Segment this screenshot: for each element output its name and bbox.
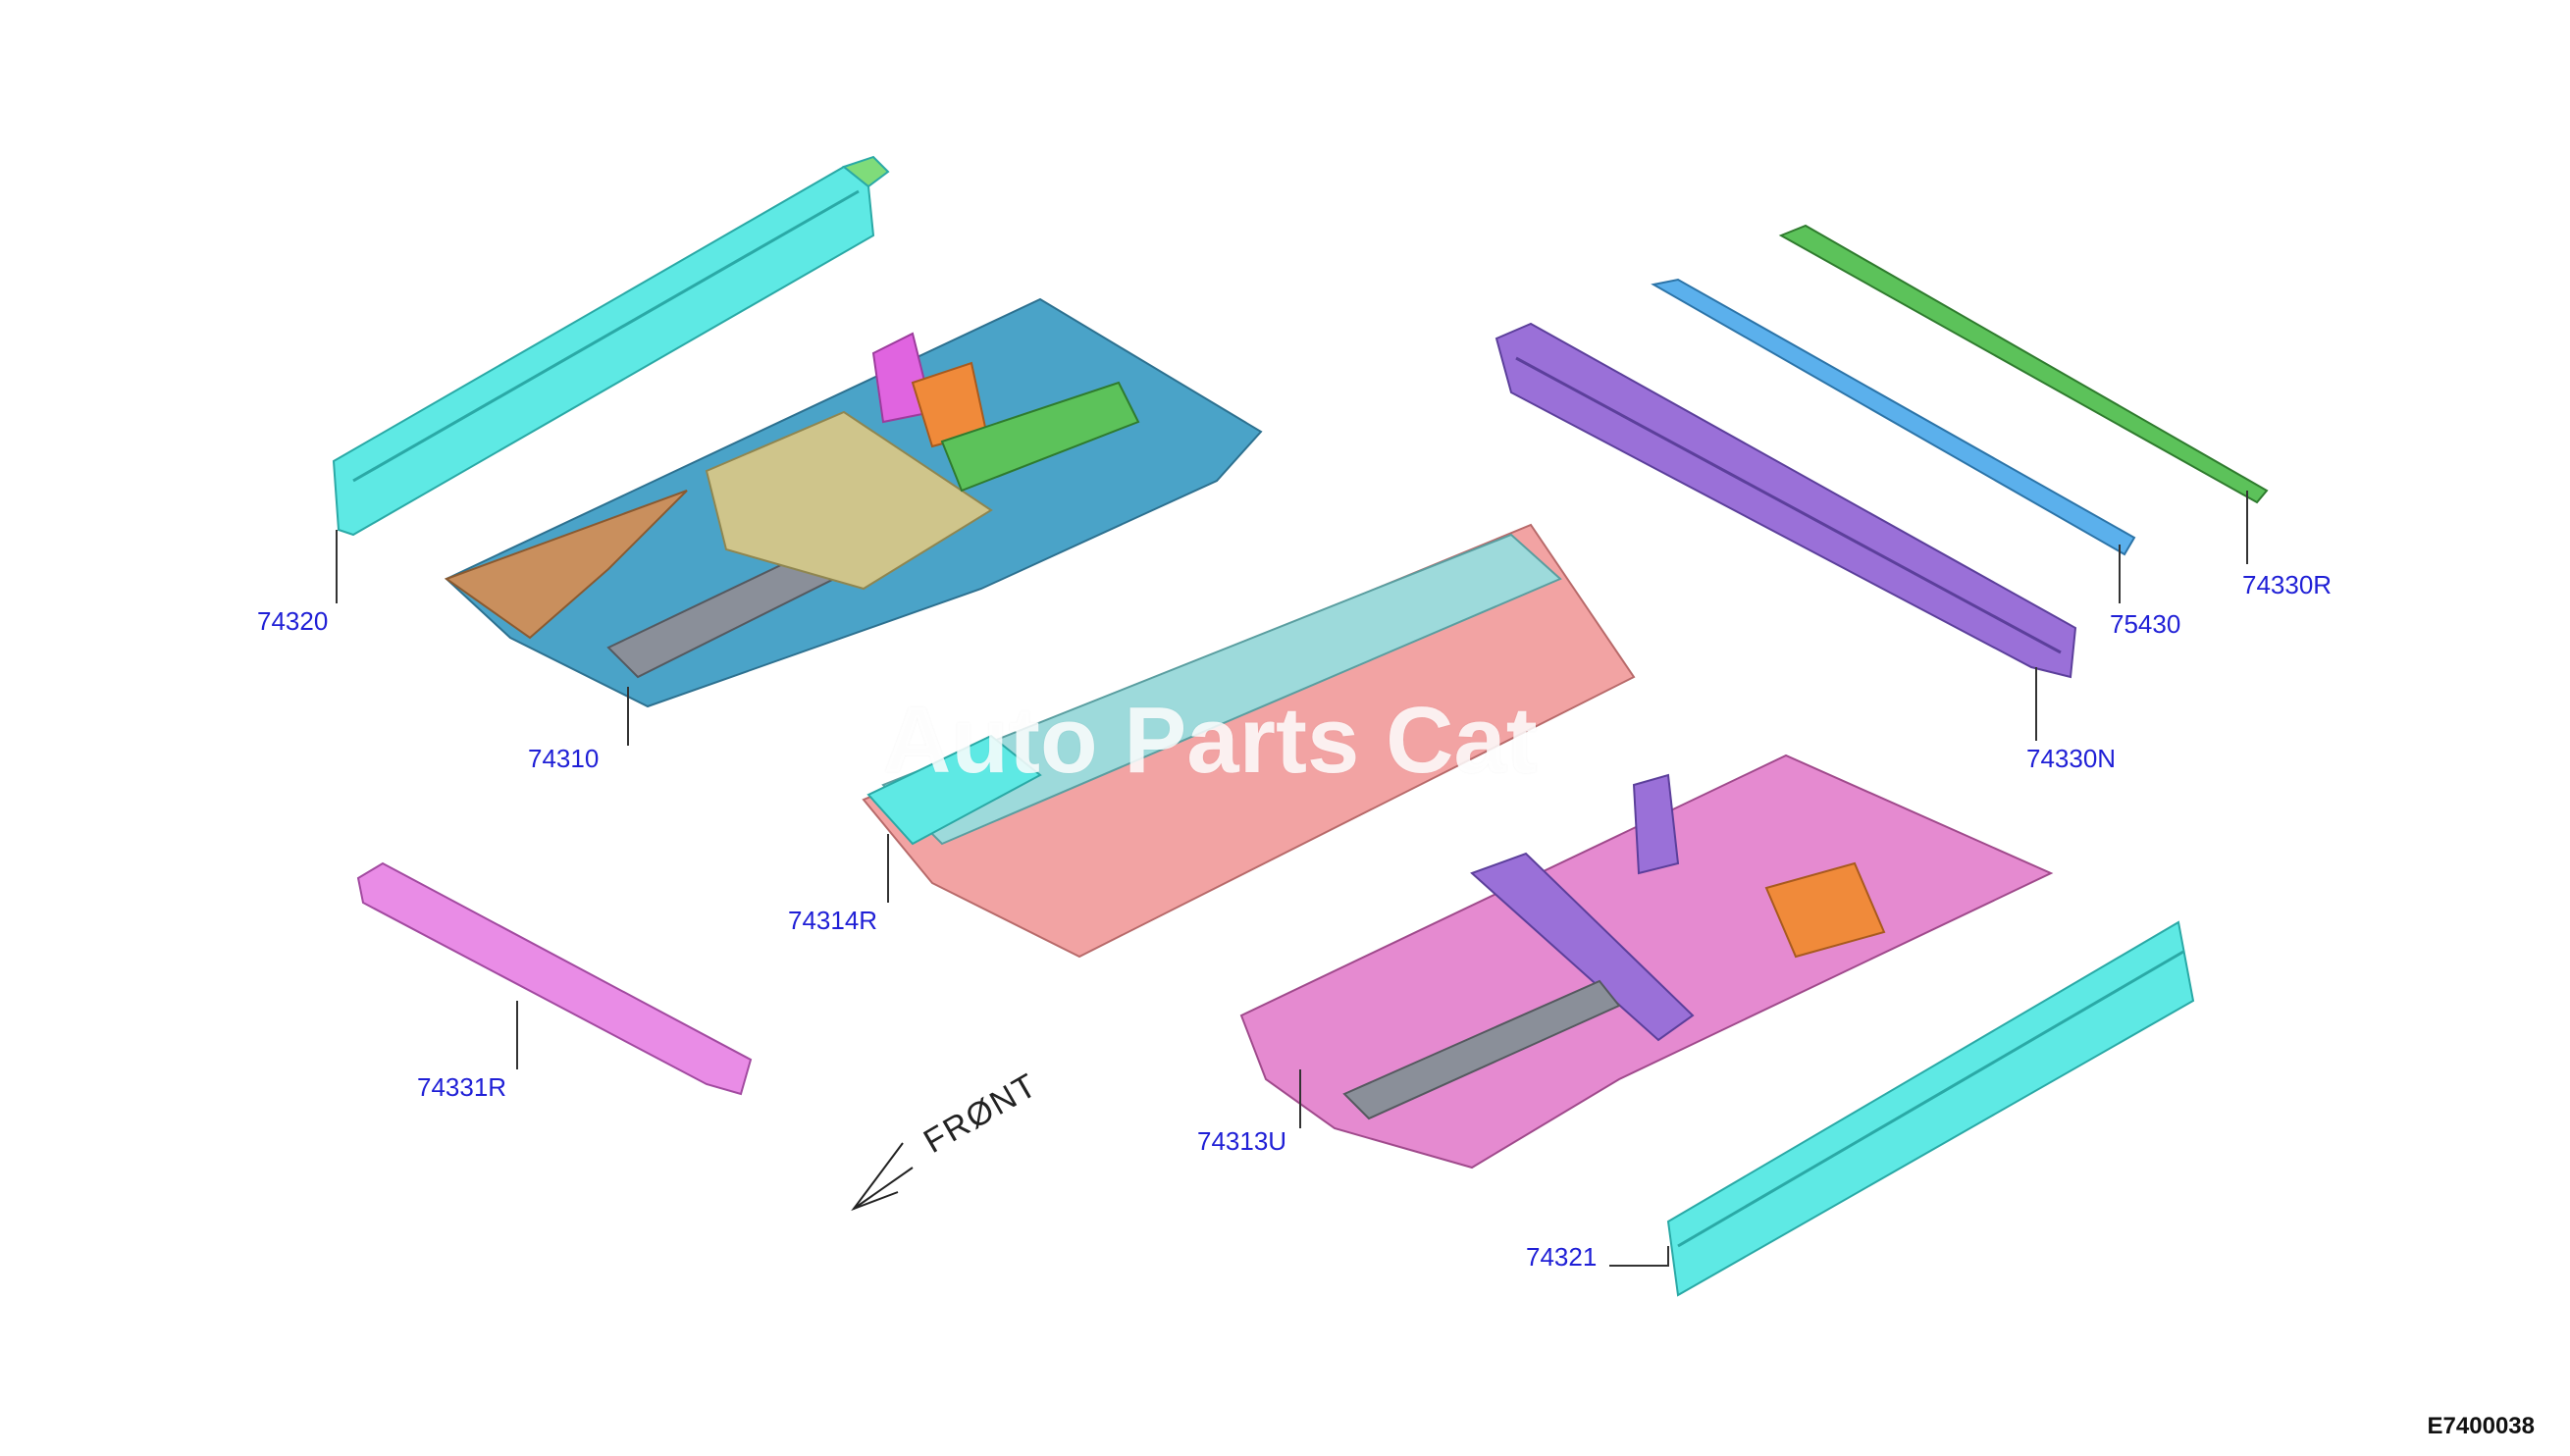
part-74314R-tunnel-floor[interactable] — [862, 523, 1636, 959]
callout-74331R[interactable]: 74331R — [417, 1072, 507, 1102]
leader-74321 — [1609, 1246, 1669, 1267]
part-74321-side-sill[interactable] — [1666, 920, 2195, 1297]
part-74313U-rear-floor[interactable] — [1239, 754, 2054, 1170]
part-74330R-rail[interactable] — [1778, 224, 2269, 504]
part-74330N-crossmember[interactable] — [1495, 322, 2077, 679]
leader-lines — [336, 491, 2248, 1267]
front-arrow-icon — [851, 1142, 914, 1212]
part-74310-front-floor[interactable] — [444, 297, 1263, 708]
callout-74313U[interactable]: 74313U — [1197, 1126, 1287, 1156]
part-74331R-rail[interactable] — [356, 861, 753, 1096]
diagram-code: E7400038 — [2427, 1413, 2535, 1439]
callout-74320[interactable]: 74320 — [257, 606, 329, 636]
callout-74330N[interactable]: 74330N — [2026, 744, 2117, 773]
part-74320-side-sill[interactable] — [332, 155, 890, 537]
callout-74314R[interactable]: 74314R — [788, 906, 878, 935]
callout-75430[interactable]: 75430 — [2110, 609, 2181, 639]
part-75430-rail[interactable] — [1651, 278, 2136, 556]
callout-74310[interactable]: 74310 — [528, 744, 600, 773]
callout-74330R[interactable]: 74330R — [2242, 570, 2333, 599]
callout-74321[interactable]: 74321 — [1526, 1242, 1598, 1272]
